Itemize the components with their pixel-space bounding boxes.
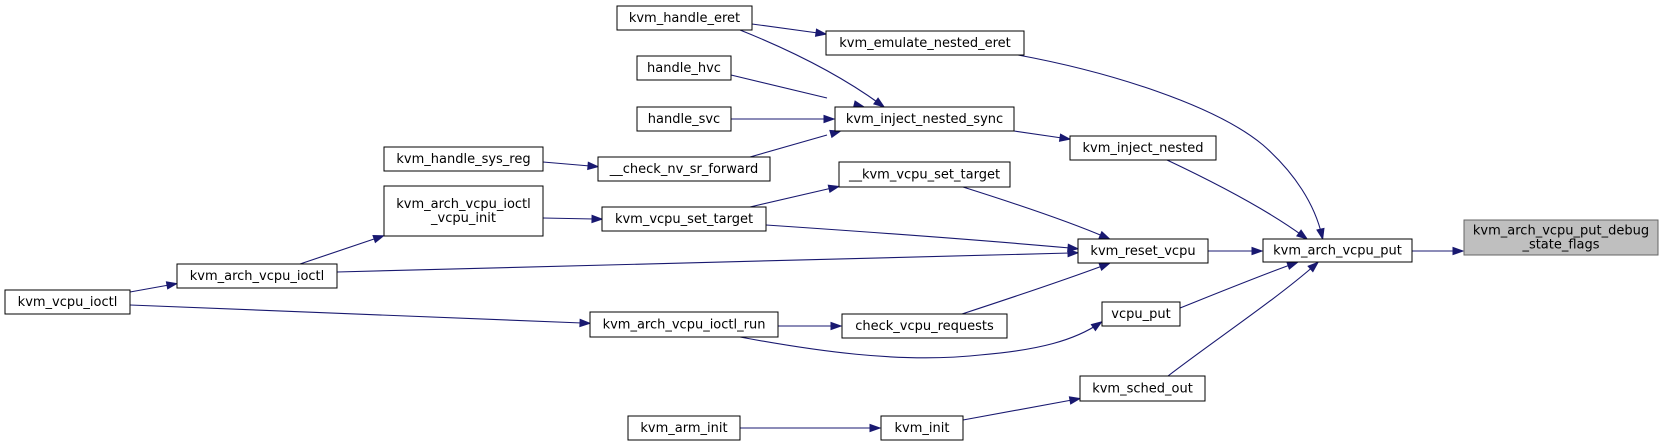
edge-__check_nv_sr_forward-to-kvm_inject_nested_sync bbox=[749, 129, 842, 158]
node-kvm-inject-nested-sync[interactable]: kvm_inject_nested_sync bbox=[834, 106, 1015, 132]
node-box bbox=[636, 106, 732, 132]
node-box bbox=[1101, 301, 1181, 327]
node-box bbox=[880, 415, 964, 441]
node-kvm-sched-out[interactable]: kvm_sched_out bbox=[1079, 375, 1206, 402]
edge-kvm_arch_vcpu_ioctl_run-to-vcpu_put bbox=[739, 321, 1103, 359]
node-box bbox=[1069, 135, 1217, 161]
node-box bbox=[627, 415, 741, 441]
node-label: kvm_arch_vcpu_ioctl bbox=[396, 197, 531, 212]
node-kvm-arch-vcpu-put[interactable]: kvm_arch_vcpu_put bbox=[1262, 238, 1413, 263]
node-box bbox=[589, 311, 779, 338]
node-label: kvm_init bbox=[895, 421, 950, 436]
node-label: __check_nv_sr_forward bbox=[609, 162, 758, 177]
edge-kvm_init-to-kvm_sched_out bbox=[962, 396, 1082, 421]
node-label: handle_svc bbox=[648, 112, 720, 127]
node-kvm-vcpu-set-target[interactable]: kvm_vcpu_set_target bbox=[601, 206, 767, 232]
edge-kvm_emulate_nested_eret-to-kvm_arch_vcpu_put bbox=[1017, 54, 1325, 241]
edge-kvm_handle_sys_reg-to-__check_nv_sr_forward bbox=[542, 161, 600, 171]
node-box bbox=[176, 263, 338, 289]
node-box bbox=[825, 30, 1025, 56]
edge-kvm_handle_eret-to-kvm_inject_nested_sync bbox=[739, 29, 886, 108]
node-label: check_vcpu_requests bbox=[855, 319, 994, 334]
node-label: kvm_emulate_nested_eret bbox=[839, 36, 1010, 51]
edge-kvm_vcpu_ioctl-to-kvm_arch_vcpu_ioctl_run bbox=[129, 304, 592, 328]
node-label: __kvm_vcpu_set_target bbox=[848, 168, 1000, 183]
edge-kvm_vcpu_ioctl-to-kvm_arch_vcpu_ioctl bbox=[129, 281, 179, 293]
node-box bbox=[383, 185, 544, 237]
node-box bbox=[838, 161, 1011, 188]
edge-vcpu_put-to-kvm_arch_vcpu_put bbox=[1179, 261, 1299, 309]
edge-kvm_handle_eret-to-kvm_emulate_nested_eret bbox=[751, 23, 828, 37]
node-label: kvm_handle_eret bbox=[629, 11, 740, 26]
node-label: kvm_vcpu_ioctl bbox=[18, 295, 118, 310]
edge-kvm_vcpu_set_target-to-kvm_reset_vcpu bbox=[765, 224, 1080, 253]
edges-layer bbox=[129, 23, 1465, 433]
node-box bbox=[4, 289, 131, 315]
node-kvm-vcpu-ioctl[interactable]: kvm_vcpu_ioctl bbox=[4, 289, 131, 315]
node-kvm-handle-eret[interactable]: kvm_handle_eret bbox=[616, 5, 753, 31]
node-box bbox=[616, 5, 753, 31]
node-kvm-reset-vcpu[interactable]: kvm_reset_vcpu bbox=[1077, 238, 1209, 264]
edge-__kvm_vcpu_set_target-to-kvm_reset_vcpu bbox=[962, 186, 1111, 240]
node-box bbox=[597, 156, 771, 182]
node-label: kvm_reset_vcpu bbox=[1090, 244, 1195, 259]
node-label: kvm_arch_vcpu_put_debug bbox=[1473, 224, 1649, 239]
node-box bbox=[1463, 219, 1659, 256]
edge-kvm_arm_init-to-kvm_init bbox=[740, 423, 882, 433]
node-box bbox=[1262, 238, 1413, 263]
edge-kvm_vcpu_set_target-to-__kvm_vcpu_set_target bbox=[749, 184, 841, 208]
node-label: kvm_handle_sys_reg bbox=[396, 152, 530, 167]
node-box bbox=[1077, 238, 1209, 264]
node-box bbox=[834, 106, 1015, 132]
node-check-vcpu-requests[interactable]: check_vcpu_requests bbox=[841, 313, 1008, 339]
node-label: kvm_arm_init bbox=[640, 421, 727, 436]
edge-check_vcpu_requests-to-kvm_reset_vcpu bbox=[961, 262, 1112, 315]
node-box bbox=[383, 146, 544, 172]
node-label: kvm_arch_vcpu_put bbox=[1273, 244, 1402, 259]
node-box bbox=[1079, 375, 1206, 402]
node-handle-svc[interactable]: handle_svc bbox=[636, 106, 732, 132]
node-root[interactable]: kvm_arch_vcpu_put_debug_state_flags bbox=[1463, 219, 1659, 256]
edge-kvm_reset_vcpu-to-kvm_arch_vcpu_put bbox=[1208, 246, 1264, 256]
node-label: handle_hvc bbox=[647, 61, 721, 76]
node-kvm-arch-vcpu-ioctl-run[interactable]: kvm_arch_vcpu_ioctl_run bbox=[589, 311, 779, 338]
node-vcpu-put[interactable]: vcpu_put bbox=[1101, 301, 1181, 327]
edge-kvm_arch_vcpu_ioctl_vcpu_init-to-kvm_vcpu_set_target bbox=[542, 214, 604, 224]
edge-kvm_arch_vcpu_put-to-root bbox=[1412, 246, 1465, 256]
edge-kvm_arch_vcpu_ioctl-to-kvm_reset_vcpu bbox=[336, 248, 1080, 273]
edge-kvm_inject_nested_sync-to-kvm_inject_nested bbox=[1013, 130, 1072, 142]
node-label: kvm_arch_vcpu_ioctl_run bbox=[603, 318, 766, 333]
node-kvm-emulate-nested-eret[interactable]: kvm_emulate_nested_eret bbox=[825, 30, 1025, 56]
node-label: vcpu_put bbox=[1111, 307, 1170, 322]
node-label: kvm_inject_nested bbox=[1083, 141, 1204, 156]
node-kvm-handle-sys-reg[interactable]: kvm_handle_sys_reg bbox=[383, 146, 544, 172]
edge-kvm_inject_nested-to-kvm_arch_vcpu_put bbox=[1166, 159, 1309, 240]
node-box bbox=[601, 206, 767, 232]
nodes-layer: kvm_arch_vcpu_put_debug_state_flagskvm_a… bbox=[4, 5, 1659, 441]
edge-kvm_sched_out-to-kvm_arch_vcpu_put bbox=[1167, 261, 1320, 377]
node-kvm-arm-init[interactable]: kvm_arm_init bbox=[627, 415, 741, 441]
node-label: kvm_sched_out bbox=[1092, 382, 1193, 397]
node-kvm-init[interactable]: kvm_init bbox=[880, 415, 964, 441]
node-label: kvm_inject_nested_sync bbox=[846, 112, 1003, 127]
node-label: _vcpu_init bbox=[430, 211, 496, 226]
edge-kvm_arch_vcpu_ioctl-to-kvm_arch_vcpu_ioctl_vcpu_init bbox=[299, 235, 386, 265]
node-box bbox=[841, 313, 1008, 339]
node-label: _state_flags bbox=[1521, 238, 1599, 253]
node-handle-hvc[interactable]: handle_hvc bbox=[636, 55, 732, 81]
node-label: kvm_vcpu_set_target bbox=[615, 212, 753, 227]
edge-handle_svc-to-kvm_inject_nested_sync bbox=[731, 114, 836, 124]
node-label: kvm_arch_vcpu_ioctl bbox=[190, 269, 325, 284]
node-kvm-inject-nested[interactable]: kvm_inject_nested bbox=[1069, 135, 1217, 161]
node---check-nv-sr-forward[interactable]: __check_nv_sr_forward bbox=[597, 156, 771, 182]
node---kvm-vcpu-set-target[interactable]: __kvm_vcpu_set_target bbox=[838, 161, 1011, 188]
node-box bbox=[636, 55, 732, 81]
node-kvm-arch-vcpu-ioctl[interactable]: kvm_arch_vcpu_ioctl bbox=[176, 263, 338, 289]
node-kvm-arch-vcpu-ioctl-vcpu-init[interactable]: kvm_arch_vcpu_ioctl_vcpu_init bbox=[383, 185, 544, 237]
edge-kvm_arch_vcpu_ioctl_run-to-check_vcpu_requests bbox=[778, 321, 843, 331]
